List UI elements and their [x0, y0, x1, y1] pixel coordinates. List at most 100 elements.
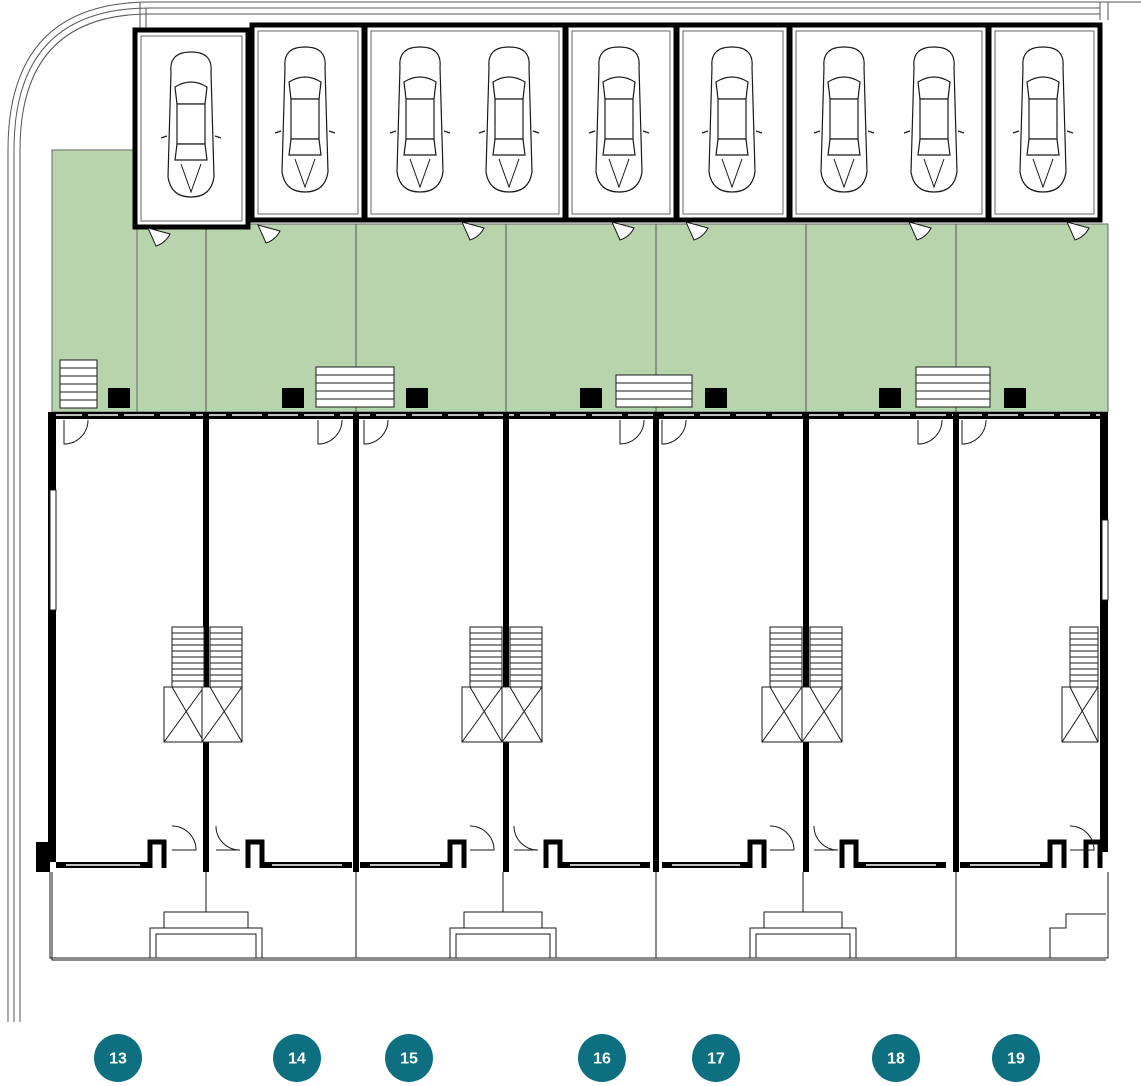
garage-door: [1066, 221, 1090, 241]
unit-number-label: 18: [887, 1051, 905, 1068]
front-door: [813, 825, 839, 851]
stairs-group: [163, 626, 1099, 743]
corner-column: [36, 842, 50, 872]
car-icon: [1012, 46, 1074, 193]
rear-door: [363, 419, 389, 445]
garage: [787, 22, 991, 223]
car-icon: [588, 46, 650, 193]
unit-number-label: 17: [707, 1051, 725, 1068]
front-yard-line: [51, 872, 1106, 961]
front-porch: [149, 872, 263, 958]
entry-recess: [447, 839, 467, 868]
garden-area: [51, 149, 1109, 413]
entry-recess: [147, 839, 167, 868]
party-wall: [803, 412, 809, 872]
road-kerb: [7, 1, 1141, 1022]
side-wall: [1100, 412, 1108, 852]
unit-number-label: 19: [1007, 1051, 1025, 1068]
townhouse-row: [36, 412, 1109, 872]
bin-icon: [108, 388, 130, 408]
bin-icon: [705, 388, 727, 408]
unit-badges: 13 14 15 16 17 18 19: [94, 1034, 1040, 1082]
garage-row: [132, 22, 1103, 247]
garden-steps: [615, 374, 693, 408]
car-icon: [903, 46, 965, 193]
side-window: [49, 489, 57, 611]
front-door: [469, 825, 495, 851]
bin-icon: [1004, 388, 1026, 408]
bin-icon: [580, 388, 602, 408]
garage-door: [147, 227, 171, 247]
unit-badge-circle: [385, 1034, 433, 1082]
garage: [563, 22, 679, 223]
garage-door: [611, 221, 635, 241]
unit-badge-17: 17: [692, 1034, 740, 1082]
unit-number-label: 13: [109, 1051, 127, 1068]
rear-door: [661, 419, 687, 445]
garden-steps: [315, 366, 395, 408]
unit-badge-circle: [273, 1034, 321, 1082]
staircase: [801, 626, 843, 743]
rear-door: [961, 419, 987, 445]
party-wall: [503, 412, 509, 872]
party-wall: [653, 412, 659, 872]
unit-number-label: 16: [593, 1051, 611, 1068]
rear-door: [317, 419, 343, 445]
unit-number-label: 14: [288, 1051, 306, 1068]
entry-recess: [839, 839, 859, 868]
unit-badge-19: 19: [992, 1034, 1040, 1082]
front-porch: [449, 872, 557, 958]
porch-row: [49, 872, 1109, 961]
rear-door: [63, 419, 89, 445]
front-porch: [1049, 913, 1106, 958]
front-door: [769, 825, 795, 851]
garage-door: [908, 221, 932, 241]
unit-badge-18: 18: [872, 1034, 920, 1082]
rear-door: [619, 419, 645, 445]
front-door: [171, 825, 197, 851]
front-door: [513, 825, 539, 851]
garage-door: [257, 224, 281, 244]
garage: [362, 22, 568, 223]
bin-icon: [879, 388, 901, 408]
car-icon: [478, 46, 540, 193]
entry-recess: [543, 839, 563, 868]
unit-number-label: 15: [400, 1051, 418, 1068]
unit-badge-15: 15: [385, 1034, 433, 1082]
front-yard-line: [49, 872, 1109, 959]
unit-badge-13: 13: [94, 1034, 142, 1082]
car-icon: [274, 46, 336, 193]
garage-door: [685, 221, 709, 241]
garage: [674, 22, 792, 223]
unit-badge-circle: [94, 1034, 142, 1082]
party-wall: [203, 412, 209, 872]
unit-badge-circle: [872, 1034, 920, 1082]
front-porch: [749, 872, 857, 958]
car-icon: [160, 51, 222, 198]
bin-icon: [406, 388, 428, 408]
staircase: [163, 626, 205, 743]
front-door: [215, 825, 241, 851]
entry-recess: [1047, 839, 1067, 868]
garage: [249, 22, 367, 223]
party-wall: [953, 412, 959, 872]
garage-door: [461, 221, 485, 241]
garage: [132, 27, 251, 230]
unit-badge-16: 16: [578, 1034, 626, 1082]
staircase: [1061, 626, 1099, 743]
unit-badge-circle: [992, 1034, 1040, 1082]
car-icon: [389, 46, 451, 193]
party-wall: [353, 412, 359, 872]
garage: [986, 22, 1103, 223]
staircase: [501, 626, 543, 743]
garden-steps: [915, 366, 991, 408]
front-door: [1069, 825, 1095, 851]
car-icon: [701, 46, 763, 193]
car-icon: [813, 46, 875, 193]
unit-badge-circle: [692, 1034, 740, 1082]
entry-recess: [245, 839, 265, 868]
unit-badge-14: 14: [273, 1034, 321, 1082]
bin-icon: [282, 388, 304, 408]
side-wall: [48, 412, 56, 862]
